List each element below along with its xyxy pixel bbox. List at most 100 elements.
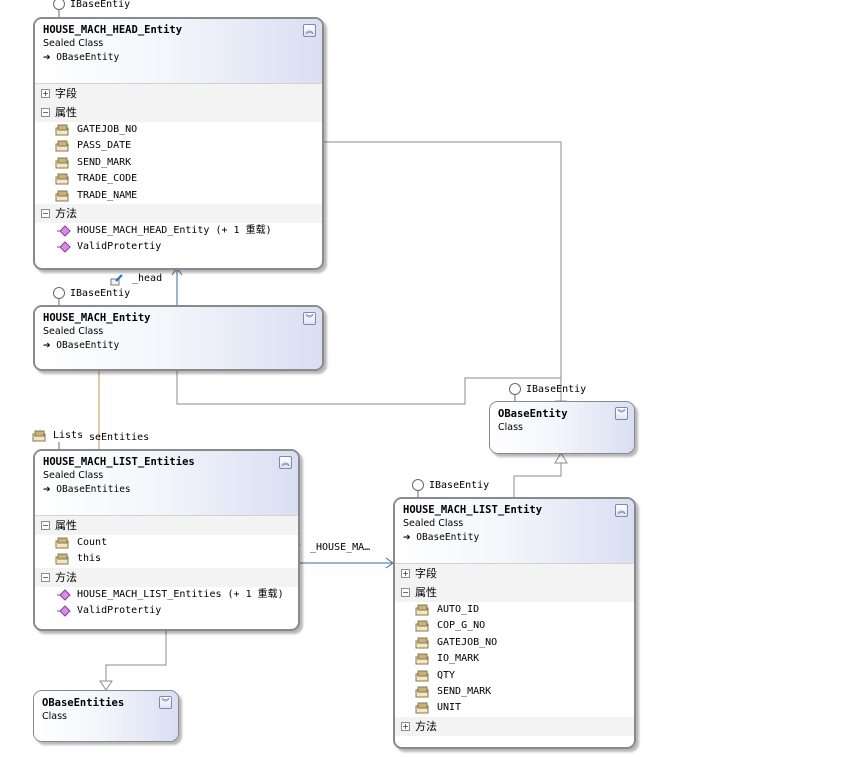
method-item[interactable]: HOUSE_MACH_LIST_Entities (+ 1 重载) [35, 587, 298, 603]
property-item[interactable]: GATEJOB_NO [35, 122, 322, 138]
expand-chevron-icon[interactable]: ︾ [303, 312, 316, 325]
base-class-name: OBaseEntity [416, 532, 480, 543]
class-header[interactable]: HOUSE_MACH_HEAD_Entity Sealed Class ➔ OB… [35, 19, 322, 83]
collapse-toggle-icon[interactable]: − [41, 108, 50, 117]
expand-toggle-icon[interactable]: + [401, 721, 410, 731]
property-name: TRADE_NAME [77, 189, 138, 201]
method-name: HOUSE_MACH_LIST_Entities (+ 1 重载) [77, 588, 284, 600]
class-header[interactable]: OBaseEntity Class ︾ [490, 402, 634, 453]
property-item[interactable]: AUTO_ID [395, 602, 634, 618]
section-properties[interactable]: −属性 [35, 103, 322, 122]
property-item[interactable]: SEND_MARK [395, 684, 634, 700]
inherits-arrow-icon: ➔ [43, 341, 51, 351]
inheritance-line-head [322, 141, 562, 401]
property-icon [415, 604, 429, 616]
interface-label-head: IBaseEntiy [70, 0, 131, 10]
collapse-chevron-icon[interactable]: ︽ [279, 456, 292, 469]
inheritance-arrowhead-obase-bottom [554, 452, 568, 464]
base-class: ➔ OBaseEntity [403, 531, 610, 545]
collapse-chevron-icon[interactable]: ︽ [303, 24, 316, 37]
class-header[interactable]: HOUSE_MACH_Entity Sealed Class ➔ OBaseEn… [35, 307, 322, 369]
class-title: HOUSE_MACH_Entity [43, 312, 151, 324]
method-name: ValidProtertiy [77, 605, 162, 617]
property-item[interactable]: PASS_DATE [35, 138, 322, 154]
class-shape-house-mach-list-entity[interactable]: HOUSE_MACH_LIST_Entity Sealed Class ➔ OB… [393, 497, 636, 749]
interface-label-obase: IBaseEntiy [526, 384, 587, 395]
class-title: HOUSE_MACH_LIST_Entity [403, 504, 543, 516]
property-icon [415, 686, 429, 698]
section-properties[interactable]: −属性 [395, 583, 634, 602]
property-item[interactable]: GATEJOB_NO [395, 635, 634, 651]
class-header[interactable]: OBaseEntities Class ︾ [34, 691, 178, 741]
class-shape-house-mach-head-entity[interactable]: HOUSE_MACH_HEAD_Entity Sealed Class ➔ OB… [33, 17, 324, 270]
property-item[interactable]: Count [35, 535, 298, 551]
collapse-toggle-icon[interactable]: − [41, 208, 50, 218]
association-property-icon-lists [32, 430, 46, 442]
property-item[interactable]: IO_MARK [395, 651, 634, 667]
interface-label-mach: IBaseEntiy [70, 288, 131, 299]
class-header[interactable]: HOUSE_MACH_LIST_Entity Sealed Class ➔ OB… [395, 499, 634, 563]
class-shape-house-mach-list-entities[interactable]: HOUSE_MACH_LIST_Entities Sealed Class ➔ … [33, 449, 300, 631]
collapse-toggle-icon[interactable]: − [401, 588, 410, 597]
method-item[interactable]: ValidProtertiy [35, 603, 298, 619]
expand-toggle-icon[interactable]: + [401, 569, 410, 578]
property-icon [415, 702, 429, 714]
section-label: 属性 [55, 519, 77, 532]
property-icon [55, 553, 69, 565]
property-item[interactable]: TRADE_NAME [35, 188, 322, 204]
property-item[interactable]: SEND_MARK [35, 155, 322, 171]
section-label: 方法 [415, 719, 437, 733]
collapse-toggle-icon[interactable]: − [41, 572, 50, 582]
collapse-chevron-icon[interactable]: ︽ [615, 504, 628, 517]
class-kind: Sealed Class [403, 518, 464, 529]
interface-lollipop-obase[interactable] [509, 383, 521, 395]
association-label-lists[interactable]: Lists [53, 430, 84, 441]
property-name: GATEJOB_NO [77, 124, 138, 135]
inheritance-arrowhead-obaseentities [99, 680, 113, 691]
method-name: ValidProtertiy [77, 241, 162, 253]
property-name: Count [77, 537, 108, 548]
property-item[interactable]: this [35, 551, 298, 567]
method-item[interactable]: ValidProtertiy [35, 239, 322, 255]
property-item[interactable]: QTY [395, 668, 634, 684]
class-shape-obaseentity[interactable]: OBaseEntity Class ︾ [489, 401, 635, 454]
association-label-lists-tail[interactable]: seEntities [89, 432, 150, 443]
section-fields[interactable]: +字段 [35, 84, 322, 103]
inherits-arrow-icon: ➔ [43, 53, 51, 63]
section-label: 字段 [415, 567, 437, 580]
expand-chevron-icon[interactable]: ︾ [615, 407, 628, 420]
class-body: −属性 Count this −方法 HOUSE_MACH_LIST_Entit… [35, 515, 298, 620]
interface-lollipop-list-entity[interactable] [412, 479, 424, 491]
property-item[interactable]: COP_G_NO [395, 618, 634, 634]
section-fields[interactable]: + 字段 [395, 564, 634, 583]
property-icon [55, 190, 69, 202]
association-label-head[interactable]: _head [132, 273, 163, 284]
expand-chevron-icon[interactable]: ︾ [159, 696, 172, 709]
inherits-arrow-icon: ➔ [403, 533, 411, 543]
class-header[interactable]: HOUSE_MACH_LIST_Entities Sealed Class ➔ … [35, 451, 298, 515]
class-kind: Sealed Class [43, 470, 104, 481]
property-item[interactable]: UNIT [395, 700, 634, 716]
property-item[interactable]: TRADE_CODE [35, 171, 322, 187]
property-name: this [77, 553, 102, 565]
section-methods[interactable]: −方法 [35, 567, 298, 587]
inherits-arrow-icon: ➔ [43, 485, 51, 495]
property-name: UNIT [437, 702, 462, 714]
property-icon [415, 637, 429, 649]
class-title: OBaseEntities [42, 697, 125, 709]
section-methods[interactable]: −方法 [35, 203, 322, 223]
section-methods[interactable]: + 方法 [395, 716, 634, 736]
property-icon [55, 140, 69, 152]
interface-lollipop-head[interactable] [53, 0, 65, 10]
section-properties[interactable]: −属性 [35, 516, 298, 535]
collapse-toggle-icon[interactable]: − [41, 521, 50, 530]
class-title: HOUSE_MACH_HEAD_Entity [43, 24, 183, 36]
method-item[interactable]: HOUSE_MACH_HEAD_Entity (+ 1 重载) [35, 223, 322, 239]
expand-toggle-icon[interactable]: + [41, 89, 50, 98]
method-icon [57, 225, 71, 237]
class-shape-obaseentities[interactable]: OBaseEntities Class ︾ [33, 690, 179, 742]
property-icon [415, 670, 429, 682]
association-label-house-ma[interactable]: _HOUSE_MA… [310, 542, 371, 553]
class-shape-house-mach-entity[interactable]: HOUSE_MACH_Entity Sealed Class ➔ OBaseEn… [33, 305, 324, 371]
interface-lollipop-mach[interactable] [53, 287, 65, 299]
